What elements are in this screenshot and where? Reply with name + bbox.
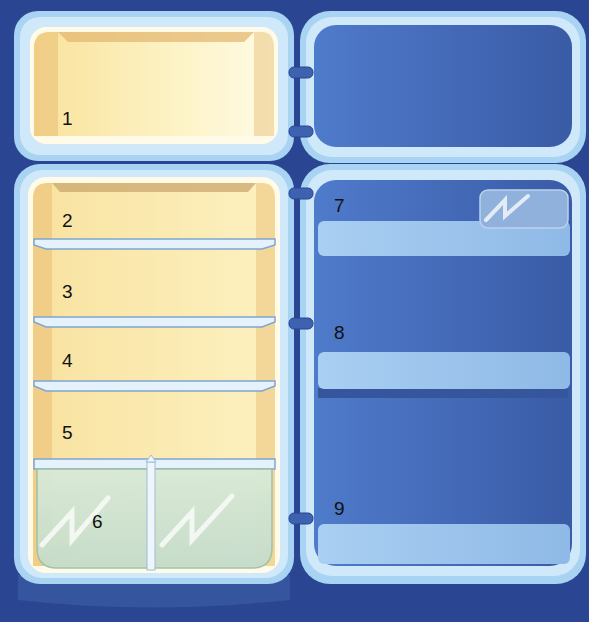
callout-number: 9: [334, 499, 345, 518]
callout-number: 5: [62, 423, 73, 442]
callout-number: 8: [334, 323, 345, 342]
callout-number: 7: [334, 196, 345, 215]
callout-number: 1: [62, 109, 73, 128]
callout-number: 2: [62, 211, 73, 230]
callout-number: 3: [62, 282, 73, 301]
callout-number: 6: [92, 512, 103, 531]
callout-number: 4: [62, 351, 73, 370]
